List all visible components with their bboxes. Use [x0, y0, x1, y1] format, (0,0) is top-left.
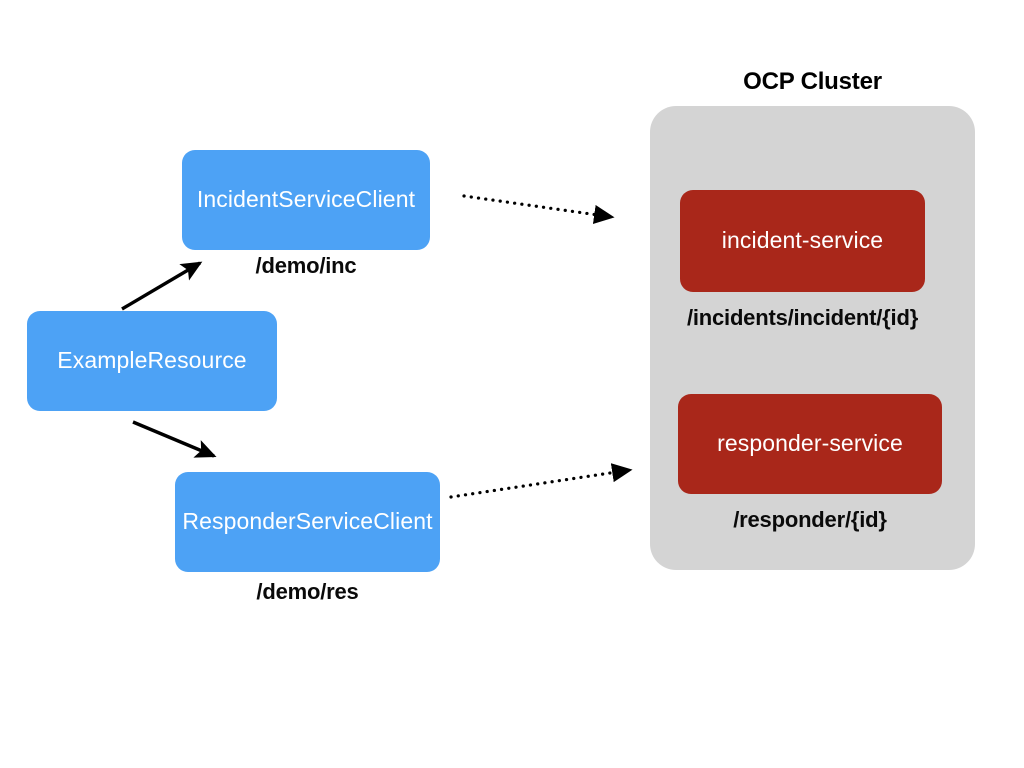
caption-incident-client-path: /demo/inc — [255, 253, 357, 278]
node-responder-service-label: responder-service — [717, 430, 903, 457]
node-example-resource[interactable]: ExampleResource — [27, 311, 277, 411]
caption-responder-client-path: /demo/res — [256, 579, 359, 604]
node-incident-service[interactable]: incident-service — [680, 190, 925, 292]
arrow-responder-client-to-responder-service — [449, 463, 633, 499]
arrow-example-resource-to-responder-client — [132, 420, 217, 458]
cluster-title: OCP Cluster — [743, 68, 882, 95]
caption-responder-service-path: /responder/{id} — [733, 507, 887, 532]
arrow-incident-client-to-incident-service — [462, 194, 615, 224]
caption-incident-service-path: /incidents/incident/{id} — [686, 305, 919, 330]
node-incident-service-label: incident-service — [721, 227, 884, 254]
node-example-resource-label: ExampleResource — [57, 347, 247, 374]
node-responder-service[interactable]: responder-service — [678, 394, 942, 494]
ocp-cluster-container — [650, 106, 975, 570]
node-responder-service-client[interactable]: ResponderServiceClient — [175, 472, 440, 572]
node-responder-service-client-label: ResponderServiceClient — [182, 508, 433, 535]
node-incident-service-client-label: IncidentServiceClient — [196, 186, 416, 213]
node-incident-service-client[interactable]: IncidentServiceClient — [182, 150, 430, 250]
